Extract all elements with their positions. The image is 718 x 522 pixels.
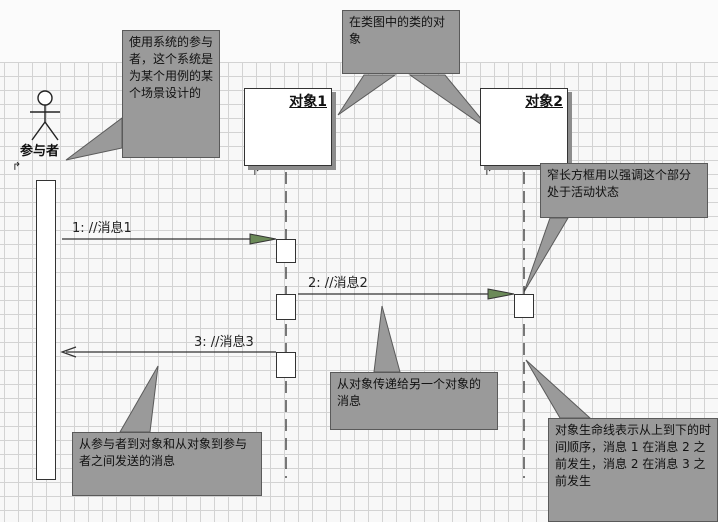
- activation-box-object1-msg1: [276, 239, 296, 263]
- object-note: 在类图中的类的对象: [342, 10, 460, 74]
- activation-box-object2: [514, 294, 534, 318]
- message-1-label: 1: //消息1: [72, 221, 132, 236]
- activation-note: 窄长方框用以强调这个部分处于活动状态: [540, 163, 708, 218]
- corner-marker: ↱: [12, 160, 22, 173]
- lifeline-note: 对象生命线表示从上到下的时间顺序，消息 1 在消息 2 之前发生，消息 2 在消…: [548, 418, 718, 522]
- actor-note: 使用系统的参与者，这个系统是为某个用例的某个场景设计的: [122, 30, 220, 158]
- activation-box-object1-msg3: [276, 352, 296, 378]
- object-note-pointer-right: [408, 74, 493, 133]
- corner-marker: ↱: [252, 165, 262, 178]
- lifeline-note-pointer: [525, 359, 592, 419]
- object-message-note: 从对象传递给另一个对象的消息: [330, 372, 498, 430]
- object-note-pointer-left: [337, 74, 397, 116]
- object1-box: 对象1: [244, 88, 332, 166]
- actor-activation-bar: [36, 180, 56, 480]
- object2-box: 对象2: [480, 88, 568, 166]
- activation-box-object1-msg2: [276, 294, 296, 320]
- actor-icon: [30, 90, 60, 141]
- actor-message-note-pointer: [119, 365, 159, 433]
- message-3-arrowhead: [60, 346, 77, 358]
- corner-marker: ↱: [484, 165, 494, 178]
- actor-note-pointer: [65, 117, 123, 161]
- object2-title: 对象2: [525, 94, 563, 110]
- actor-label: 参与者: [20, 144, 60, 159]
- message-3-label: 3: //消息3: [194, 335, 254, 350]
- message-1-arrowhead: [249, 233, 277, 245]
- object1-title: 对象1: [289, 94, 327, 110]
- message-2-arrowhead: [487, 288, 515, 300]
- activation-note-pointer: [523, 217, 569, 293]
- message-2-label: 2: //消息2: [308, 276, 368, 291]
- object-message-note-pointer: [373, 305, 401, 373]
- actor-message-note: 从参与者到对象和从对象到参与者之间发送的消息: [72, 432, 262, 496]
